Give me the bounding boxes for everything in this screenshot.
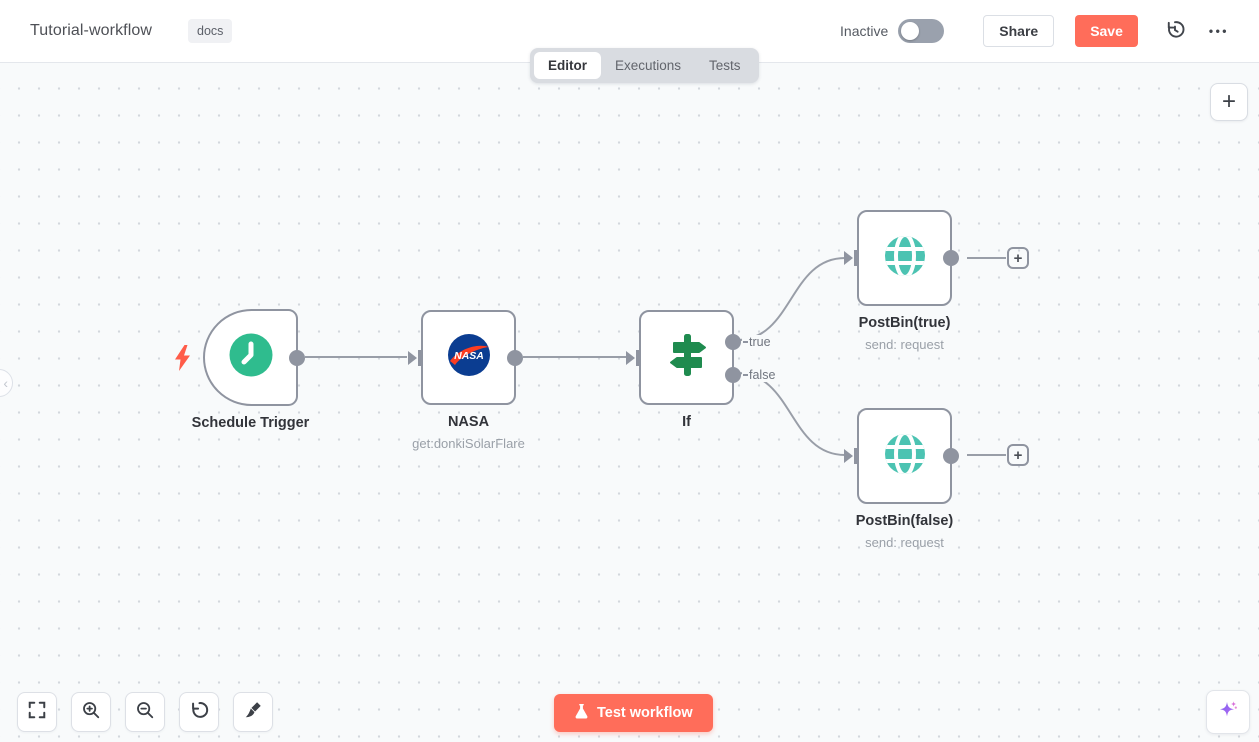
postbin-true-box[interactable] <box>844 210 959 306</box>
connection-if-true-postbin[interactable] <box>736 257 846 341</box>
add-node-endpoint-false[interactable]: + <box>1007 444 1029 466</box>
svg-text:NASA: NASA <box>454 350 484 362</box>
tidy-up-button[interactable] <box>233 692 273 732</box>
input-port[interactable] <box>626 349 641 366</box>
reset-zoom-button[interactable] <box>179 692 219 732</box>
node-subtitle: send: request <box>865 337 944 352</box>
flask-icon <box>574 703 589 724</box>
workflow-history-button[interactable] <box>1160 15 1189 47</box>
output-port[interactable] <box>943 250 959 266</box>
canvas-toolbar <box>17 692 273 732</box>
input-port[interactable] <box>408 349 423 366</box>
globe-icon <box>882 233 928 284</box>
workflow-title: Tutorial-workflow <box>30 22 153 39</box>
ai-assistant-button[interactable] <box>1206 690 1250 734</box>
port-label-false: false <box>742 368 777 382</box>
tab-tests[interactable]: Tests <box>709 58 741 73</box>
input-port[interactable] <box>844 448 859 464</box>
globe-icon <box>882 431 928 482</box>
save-button[interactable]: Save <box>1075 15 1138 47</box>
node-postbin-false: PostBin(false) send: request <box>844 408 959 550</box>
workflow-canvas[interactable]: Schedule Trigger NASA NASA get:donkiSola… <box>0 63 1259 742</box>
output-port-false[interactable] <box>725 367 741 383</box>
node-schedule-trigger: Schedule Trigger <box>175 309 309 431</box>
output-port[interactable] <box>289 349 305 366</box>
zoom-in-icon <box>81 700 101 725</box>
node-if: true false If <box>626 310 777 430</box>
output-port[interactable] <box>507 349 523 366</box>
node-label: Schedule Trigger <box>191 415 310 431</box>
undo-icon <box>189 700 209 725</box>
zoom-in-button[interactable] <box>71 692 111 732</box>
nasa-logo-icon: NASA <box>446 332 492 383</box>
if-box[interactable]: true false <box>626 310 777 405</box>
lightning-icon <box>174 345 191 376</box>
tab-executions[interactable]: Executions <box>615 58 682 73</box>
more-options-button[interactable]: ••• <box>1208 24 1229 38</box>
postbin-false-box[interactable] <box>844 408 959 504</box>
output-port[interactable] <box>943 448 959 464</box>
test-workflow-button[interactable]: Test workflow <box>554 694 713 732</box>
node-label: NASA <box>447 414 490 430</box>
top-bar-actions: Inactive Share Save ••• <box>840 15 1229 47</box>
sparkles-icon <box>1216 698 1240 727</box>
status-label: Inactive <box>840 23 889 39</box>
test-workflow-label: Test workflow <box>597 705 693 721</box>
add-node-button[interactable]: + <box>1210 83 1248 121</box>
view-tabs: Editor Executions Tests <box>530 48 759 83</box>
tab-editor[interactable]: Editor <box>534 52 601 79</box>
fit-view-button[interactable] <box>17 692 57 732</box>
broom-icon <box>243 700 263 725</box>
share-button[interactable]: Share <box>983 15 1055 47</box>
chevron-left-icon: ‹ <box>3 375 8 391</box>
node-label: If <box>682 414 691 430</box>
toggle-knob <box>901 22 920 40</box>
node-nasa: NASA NASA get:donkiSolarFlare <box>408 310 525 451</box>
zoom-out-button[interactable] <box>125 692 165 732</box>
docs-badge[interactable]: docs <box>188 19 233 43</box>
schedule-trigger-box[interactable] <box>175 309 305 406</box>
signpost-icon <box>663 331 711 384</box>
history-icon <box>1164 19 1185 43</box>
output-port-true[interactable] <box>725 334 741 350</box>
port-label-true: true <box>742 335 772 349</box>
fit-view-icon <box>27 700 47 725</box>
zoom-out-icon <box>135 700 155 725</box>
add-node-endpoint-true[interactable]: + <box>1007 247 1029 269</box>
input-port[interactable] <box>844 250 859 266</box>
node-label: PostBin(false) <box>855 513 954 529</box>
node-postbin-true: PostBin(true) send: request <box>844 210 959 352</box>
node-label: PostBin(true) <box>858 315 951 331</box>
node-subtitle: get:donkiSolarFlare <box>412 436 525 451</box>
clock-icon <box>228 332 274 383</box>
node-subtitle: send: request <box>865 535 944 550</box>
connections-layer <box>305 257 1006 456</box>
active-toggle[interactable] <box>898 19 945 43</box>
nasa-box[interactable]: NASA <box>408 310 523 405</box>
connection-if-false-postbin[interactable] <box>736 372 846 456</box>
